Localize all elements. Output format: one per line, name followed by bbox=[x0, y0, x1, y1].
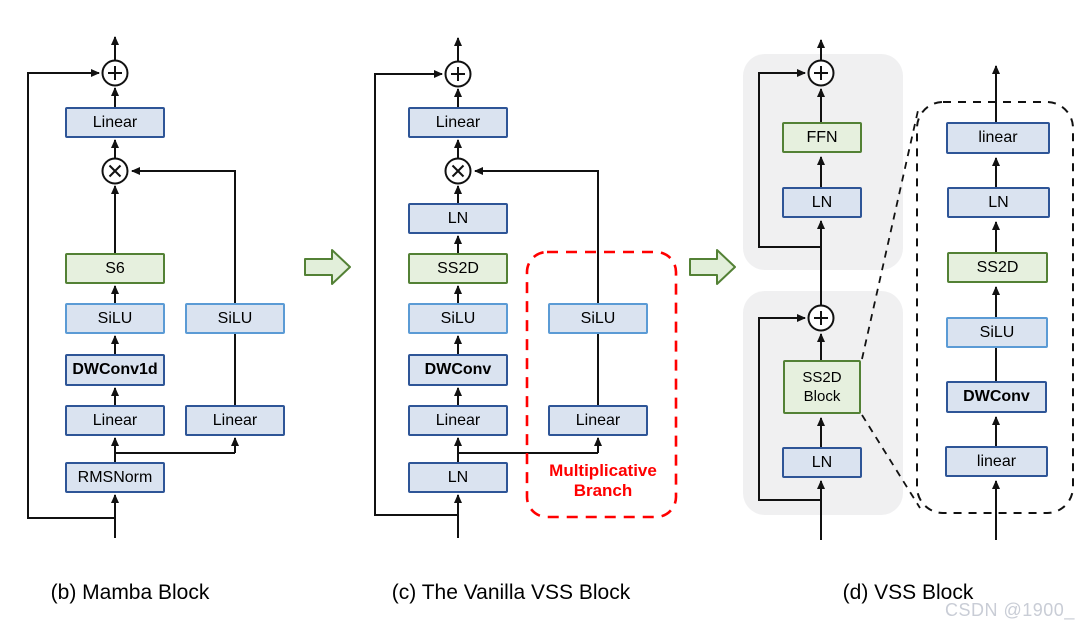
vanilla-vss-connectors bbox=[374, 37, 602, 538]
caption-vanilla-vss-block: (c) The Vanilla VSS Block bbox=[391, 581, 631, 604]
mamba-linear-gate-box: Linear bbox=[185, 405, 285, 436]
vanilla-ss2d-box: SS2D bbox=[408, 253, 508, 284]
vanilla-linear-main-box: Linear bbox=[408, 405, 508, 436]
vss-ss2d-block-box: SS2D Block bbox=[783, 360, 861, 414]
multiply-op-icon bbox=[101, 157, 129, 185]
vss-connectors bbox=[758, 39, 825, 540]
multiplicative-branch-label: Multiplicative Branch bbox=[549, 461, 657, 501]
mamba-linear-main-box: Linear bbox=[65, 405, 165, 436]
vanilla-silu-box: SiLU bbox=[408, 303, 508, 334]
detail-dwconv-box: DWConv bbox=[946, 381, 1047, 413]
add-op-icon bbox=[444, 60, 472, 88]
add-op-icon bbox=[807, 304, 835, 332]
detail-silu-box: SiLU bbox=[946, 317, 1048, 348]
vanilla-dwconv-box: DWConv bbox=[408, 354, 508, 386]
operator-nodes bbox=[101, 59, 835, 332]
detail-linear-in-box: linear bbox=[945, 446, 1048, 477]
transition-arrows bbox=[304, 249, 736, 285]
zoom-callout-lines bbox=[861, 105, 921, 509]
block-arrow-icon bbox=[304, 249, 351, 285]
caption-vss-block: (d) VSS Block bbox=[842, 581, 974, 604]
add-op-icon bbox=[807, 59, 835, 87]
mamba-silu-box: SiLU bbox=[65, 303, 165, 334]
vss-ln-bottom-box: LN bbox=[782, 447, 862, 478]
detail-ss2d-box: SS2D bbox=[947, 252, 1048, 283]
vanilla-linear-out-box: Linear bbox=[408, 107, 508, 138]
detail-ln-box: LN bbox=[947, 187, 1050, 218]
add-op-icon bbox=[101, 59, 129, 87]
ffn-panel bbox=[743, 54, 903, 270]
mamba-dwconv1d-box: DWConv1d bbox=[65, 354, 165, 386]
block-arrow-icon bbox=[689, 249, 736, 285]
caption-mamba-block: (b) Mamba Block bbox=[50, 581, 210, 604]
vss-ln-top-box: LN bbox=[782, 187, 862, 218]
mamba-linear-out-box: Linear bbox=[65, 107, 165, 138]
watermark-text: CSDN @1900_ bbox=[945, 600, 1075, 620]
vanilla-ln-in-box: LN bbox=[408, 462, 508, 493]
multiply-op-icon bbox=[444, 157, 472, 185]
vss-ffn-box: FFN bbox=[782, 122, 862, 153]
detail-linear-out-box: linear bbox=[946, 122, 1050, 154]
vanilla-linear-gate-box: Linear bbox=[548, 405, 648, 436]
mamba-silu-gate-box: SiLU bbox=[185, 303, 285, 334]
multiplicative-branch-frame bbox=[525, 250, 678, 519]
ss2d-detail-frame bbox=[916, 101, 1074, 514]
mamba-connectors bbox=[27, 36, 239, 538]
vanilla-silu-gate-box: SiLU bbox=[548, 303, 648, 334]
mamba-rmsnorm-box: RMSNorm bbox=[65, 462, 165, 493]
vanilla-ln-out-box: LN bbox=[408, 203, 508, 234]
mamba-s6-box: S6 bbox=[65, 253, 165, 284]
